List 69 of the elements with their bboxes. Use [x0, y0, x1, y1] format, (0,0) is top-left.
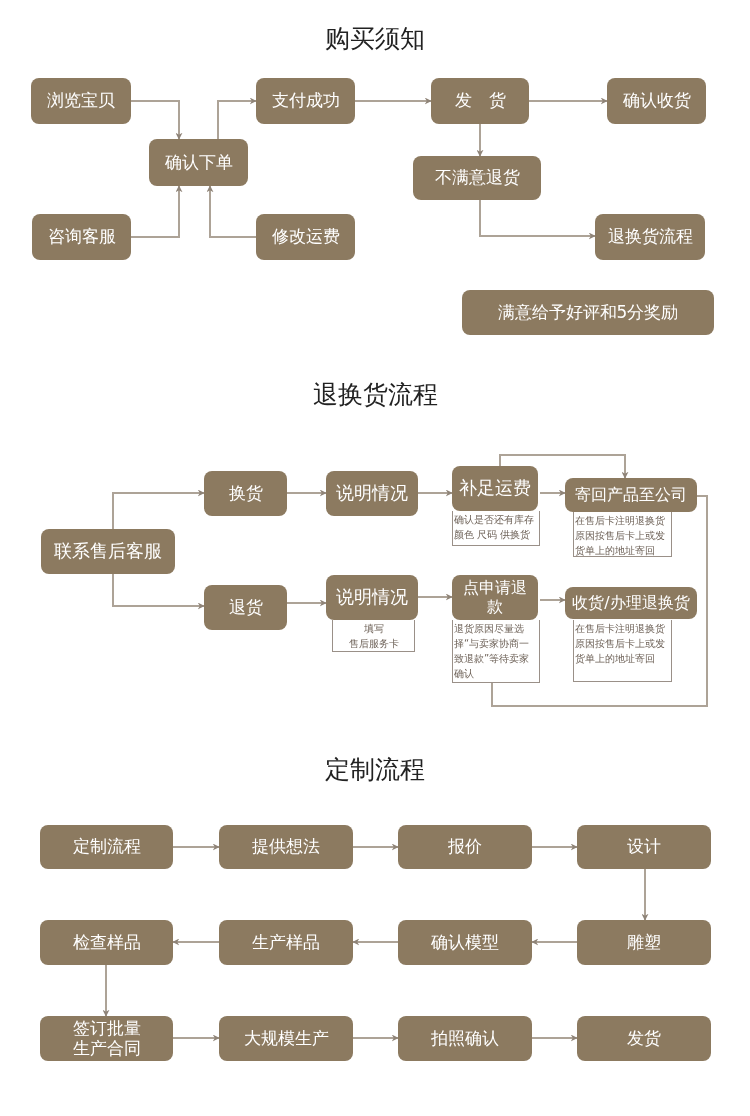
process-box: 发 货 [431, 78, 529, 124]
process-box: 联系售后客服 [41, 529, 175, 574]
process-box: 检查样品 [40, 920, 173, 965]
arrow [499, 454, 629, 479]
process-box: 支付成功 [256, 78, 355, 124]
note-text: 售后服务卡 [347, 637, 400, 651]
process-box: 退货 [204, 585, 287, 630]
process-box: 咨询客服 [32, 214, 131, 260]
arrow [417, 593, 453, 601]
process-box: 大规模生产 [219, 1016, 353, 1061]
process-box: 修改运费 [256, 214, 355, 260]
process-box: 收货/办理退换货 [565, 587, 697, 619]
process-box: 不满意退货 [413, 156, 541, 200]
section-title: 定制流程 [324, 754, 426, 786]
connector-line [491, 495, 708, 707]
process-box: 说明情况 [326, 471, 418, 516]
process-box: 定制流程 [40, 825, 173, 869]
arrow [354, 97, 432, 105]
process-box: 雕塑 [577, 920, 711, 965]
arrow [539, 596, 566, 604]
arrow [531, 938, 578, 946]
arrow [528, 97, 608, 105]
process-box: 生产样品 [219, 920, 353, 965]
process-box: 浏览宝贝 [31, 78, 131, 124]
arrow [217, 97, 257, 140]
arrow [531, 1034, 578, 1042]
process-box: 退换货流程 [595, 214, 705, 260]
arrow [172, 1034, 220, 1042]
arrow [286, 599, 327, 607]
process-box: 确认模型 [398, 920, 532, 965]
arrow [172, 938, 220, 946]
process-box: 确认收货 [607, 78, 706, 124]
note-text: 在售后卡注明退换货原因按售后卡上或发货单上的地址寄回 [575, 514, 666, 558]
arrow [112, 489, 205, 530]
arrow [112, 573, 205, 610]
note-text: 确认是否还有库存颜色 尺码 供换货 [454, 513, 535, 542]
note-text: 退货原因尽量选择“与卖家协商一致退款”等待卖家确认 [454, 622, 531, 681]
process-box: 换货 [204, 471, 287, 516]
process-box: 说明情况 [326, 575, 418, 620]
arrow [352, 843, 399, 851]
arrow [102, 964, 110, 1017]
process-box: 拍照确认 [398, 1016, 532, 1061]
process-box: 寄回产品至公司 [565, 478, 697, 512]
arrow [641, 868, 649, 921]
arrow [352, 938, 399, 946]
arrow [130, 100, 183, 140]
process-box: 提供想法 [219, 825, 353, 869]
process-box: 点申请退款 [452, 575, 538, 620]
process-box: 补足运费 [452, 466, 538, 511]
process-box: 报价 [398, 825, 532, 869]
arrow [479, 199, 596, 240]
arrow [206, 185, 257, 238]
arrow [476, 123, 484, 157]
process-box: 确认下单 [149, 139, 248, 186]
arrow [352, 1034, 399, 1042]
process-box: 发货 [577, 1016, 711, 1061]
arrow [286, 489, 327, 497]
process-box: 满意给予好评和5分奖励 [462, 290, 714, 335]
process-box: 签订批量生产合同 [40, 1016, 173, 1061]
note-text: 在售后卡注明退换货原因按售后卡上或发货单上的地址寄回 [575, 622, 666, 666]
arrow [531, 843, 578, 851]
process-box: 设计 [577, 825, 711, 869]
arrow [539, 489, 566, 497]
note-text: 填写 [362, 622, 385, 636]
arrow [130, 185, 183, 238]
arrow [417, 489, 453, 497]
section-title: 购买须知 [324, 23, 426, 55]
section-title: 退换货流程 [311, 379, 439, 411]
arrow [172, 843, 220, 851]
